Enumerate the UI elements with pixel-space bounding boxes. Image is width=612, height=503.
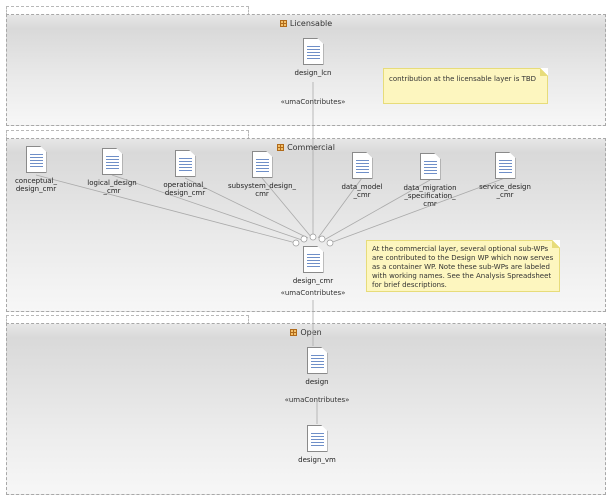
wp-label: data_model _cmr <box>341 183 383 199</box>
document-icon <box>419 153 441 180</box>
commercial-package-tab <box>6 130 249 140</box>
document-icon <box>306 347 328 374</box>
wp-subsystem-design-cmr[interactable]: subsystem_design_ cmr <box>224 151 300 198</box>
wp-design-cmr-label: design_cmr <box>292 277 334 285</box>
wp-logical-design-cmr[interactable]: logical_design _cmr <box>82 148 142 195</box>
open-package-tab <box>6 315 249 325</box>
wp-design-lcn[interactable]: design_lcn <box>288 38 338 77</box>
commercial-package-title: Commercial <box>7 140 605 154</box>
open-package-title: Open <box>7 325 605 339</box>
connector-subsystem <box>261 177 313 239</box>
contrib-circle <box>326 239 334 247</box>
licensable-package-title: Licensable <box>7 16 605 30</box>
wp-label: service_design _cmr <box>479 183 531 199</box>
connector-logical <box>111 174 303 241</box>
connector-data-migration <box>323 179 431 241</box>
package-icon <box>290 328 298 336</box>
wp-label: logical_design _cmr <box>87 179 137 195</box>
open-stereotype: «umaContributes» <box>284 396 350 404</box>
wp-label: data_migration _specification_ cmr <box>403 184 457 208</box>
wp-label: subsystem_design_ cmr <box>227 182 297 198</box>
wp-label: conceptual_ design_cmr <box>14 177 58 193</box>
wp-operational-design-cmr[interactable]: operational_ design_cmr <box>155 150 215 197</box>
package-icon <box>277 143 285 151</box>
connector-service <box>329 177 506 244</box>
contrib-circle <box>309 233 317 241</box>
document-icon <box>251 151 273 178</box>
connector-data-model <box>317 177 363 239</box>
document-icon <box>302 38 324 65</box>
contrib-circle <box>318 235 326 243</box>
commercial-stereotype: «umaContributes» <box>280 289 346 297</box>
wp-data-model-cmr[interactable]: data_model _cmr <box>334 152 390 199</box>
licensable-note[interactable]: contribution at the licensable layer is … <box>383 68 548 104</box>
document-icon <box>351 152 373 179</box>
wp-data-migration-specification-cmr[interactable]: data_migration _specification_ cmr <box>396 153 464 208</box>
document-icon <box>101 148 123 175</box>
wp-design-cmr[interactable]: design_cmr <box>283 246 343 285</box>
wp-label: operational_ design_cmr <box>163 181 207 197</box>
document-icon <box>25 146 47 173</box>
document-icon <box>306 425 328 452</box>
connector-operational <box>184 177 309 239</box>
wp-design[interactable]: design <box>292 347 342 386</box>
commercial-package-label: Commercial <box>287 142 335 152</box>
wp-design-lcn-label: design_lcn <box>294 69 332 77</box>
contrib-circle <box>300 235 308 243</box>
wp-conceptual-design-cmr[interactable]: conceptual_ design_cmr <box>6 146 66 193</box>
licensable-stereotype: «umaContributes» <box>280 98 346 106</box>
connector-conceptual <box>35 174 297 244</box>
package-icon <box>279 19 287 27</box>
open-package[interactable]: Open <box>6 323 606 495</box>
contrib-circle <box>292 239 300 247</box>
wp-service-design-cmr[interactable]: service_design _cmr <box>474 152 536 199</box>
licensable-package-label: Licensable <box>289 18 333 28</box>
commercial-note[interactable]: At the commercial layer, several optiona… <box>366 240 560 292</box>
open-package-label: Open <box>300 327 322 337</box>
licensable-package-tab <box>6 6 249 16</box>
document-icon <box>174 150 196 177</box>
document-icon <box>302 246 324 273</box>
wp-design-vm-label: design_vm <box>298 456 336 464</box>
wp-design-vm[interactable]: design_vm <box>292 425 342 464</box>
document-icon <box>494 152 516 179</box>
wp-design-label: design <box>305 378 329 386</box>
